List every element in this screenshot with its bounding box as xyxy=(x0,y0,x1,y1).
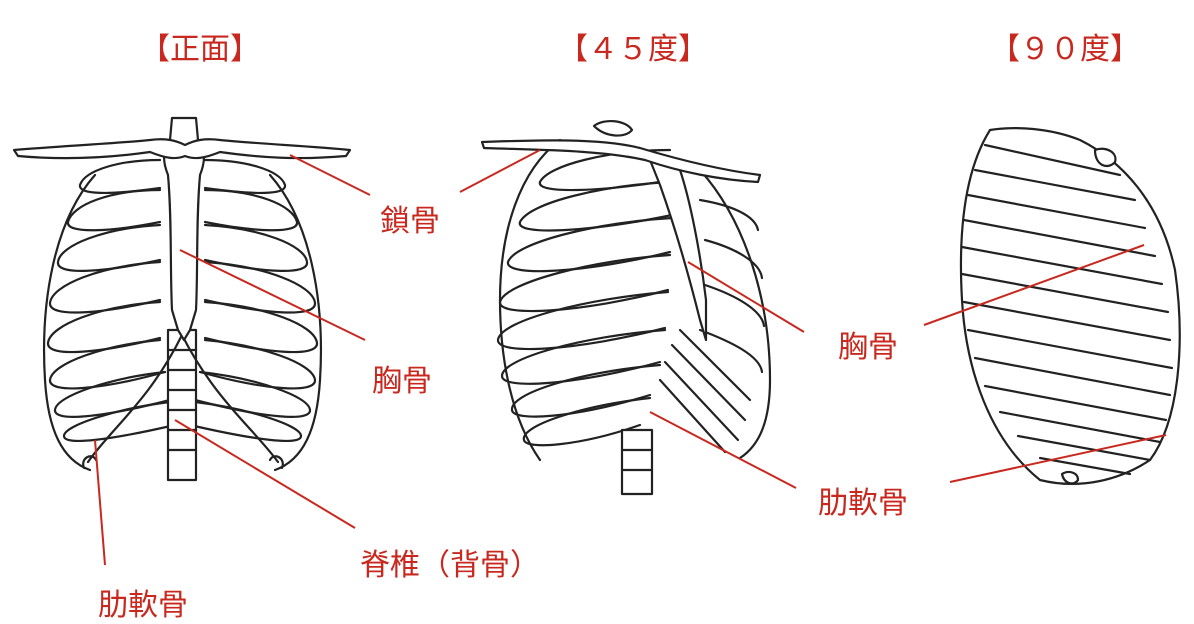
front-ribcage xyxy=(12,116,352,482)
90-degree-ribcage xyxy=(959,127,1181,486)
costal-cartilage-front-label: 肋軟骨 xyxy=(98,588,188,623)
front-view-title: 【正面】 xyxy=(140,32,260,67)
90-degree-view-title: 【９０度】 xyxy=(990,32,1140,67)
costal-cartilage-side-label: 肋軟骨 xyxy=(818,486,908,521)
45-degree-ribcage xyxy=(480,120,772,496)
leader-lines xyxy=(94,149,1167,566)
spine-label: 脊椎（背骨） xyxy=(360,548,540,583)
45-degree-view-title: 【４５度】 xyxy=(558,32,708,67)
sternum-front-label: 胸骨 xyxy=(372,364,432,399)
sternum-side-label: 胸骨 xyxy=(838,330,898,365)
clavicle-label: 鎖骨 xyxy=(380,204,440,239)
